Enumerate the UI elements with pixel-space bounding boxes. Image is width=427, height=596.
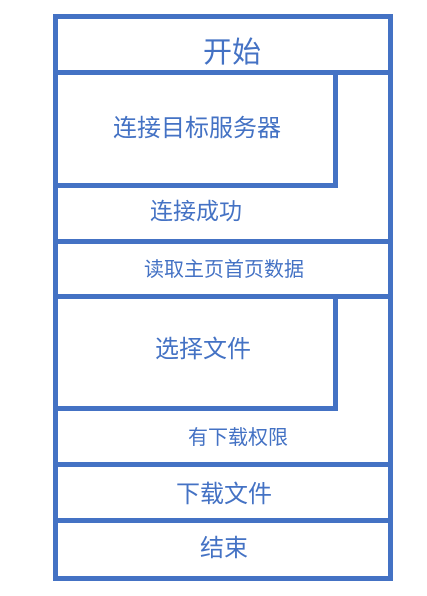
separator-after-select-loop <box>53 462 393 467</box>
start-label: 开始 <box>202 35 262 69</box>
download-file-label: 下载文件 <box>176 480 272 508</box>
separator-after-connect-loop <box>53 239 393 244</box>
end-label: 结束 <box>200 534 248 562</box>
loop1-body-bottom <box>53 183 338 188</box>
permission-label: 有下载权限 <box>188 425 288 449</box>
connect-server-label: 连接目标服务器 <box>113 114 281 142</box>
loop2-body-bottom <box>53 406 338 411</box>
read-data-label: 读取主页首页数据 <box>144 257 304 281</box>
separator-after-read-data <box>53 294 393 299</box>
loop2-body-right <box>333 294 338 411</box>
outer-border-bottom <box>53 576 393 581</box>
separator-after-start <box>53 70 393 75</box>
connect-success-label: 连接成功 <box>150 199 242 225</box>
loop1-body-right <box>333 70 338 188</box>
separator-after-download <box>53 518 393 523</box>
select-file-label: 选择文件 <box>155 335 251 363</box>
outer-border-top <box>53 14 393 19</box>
